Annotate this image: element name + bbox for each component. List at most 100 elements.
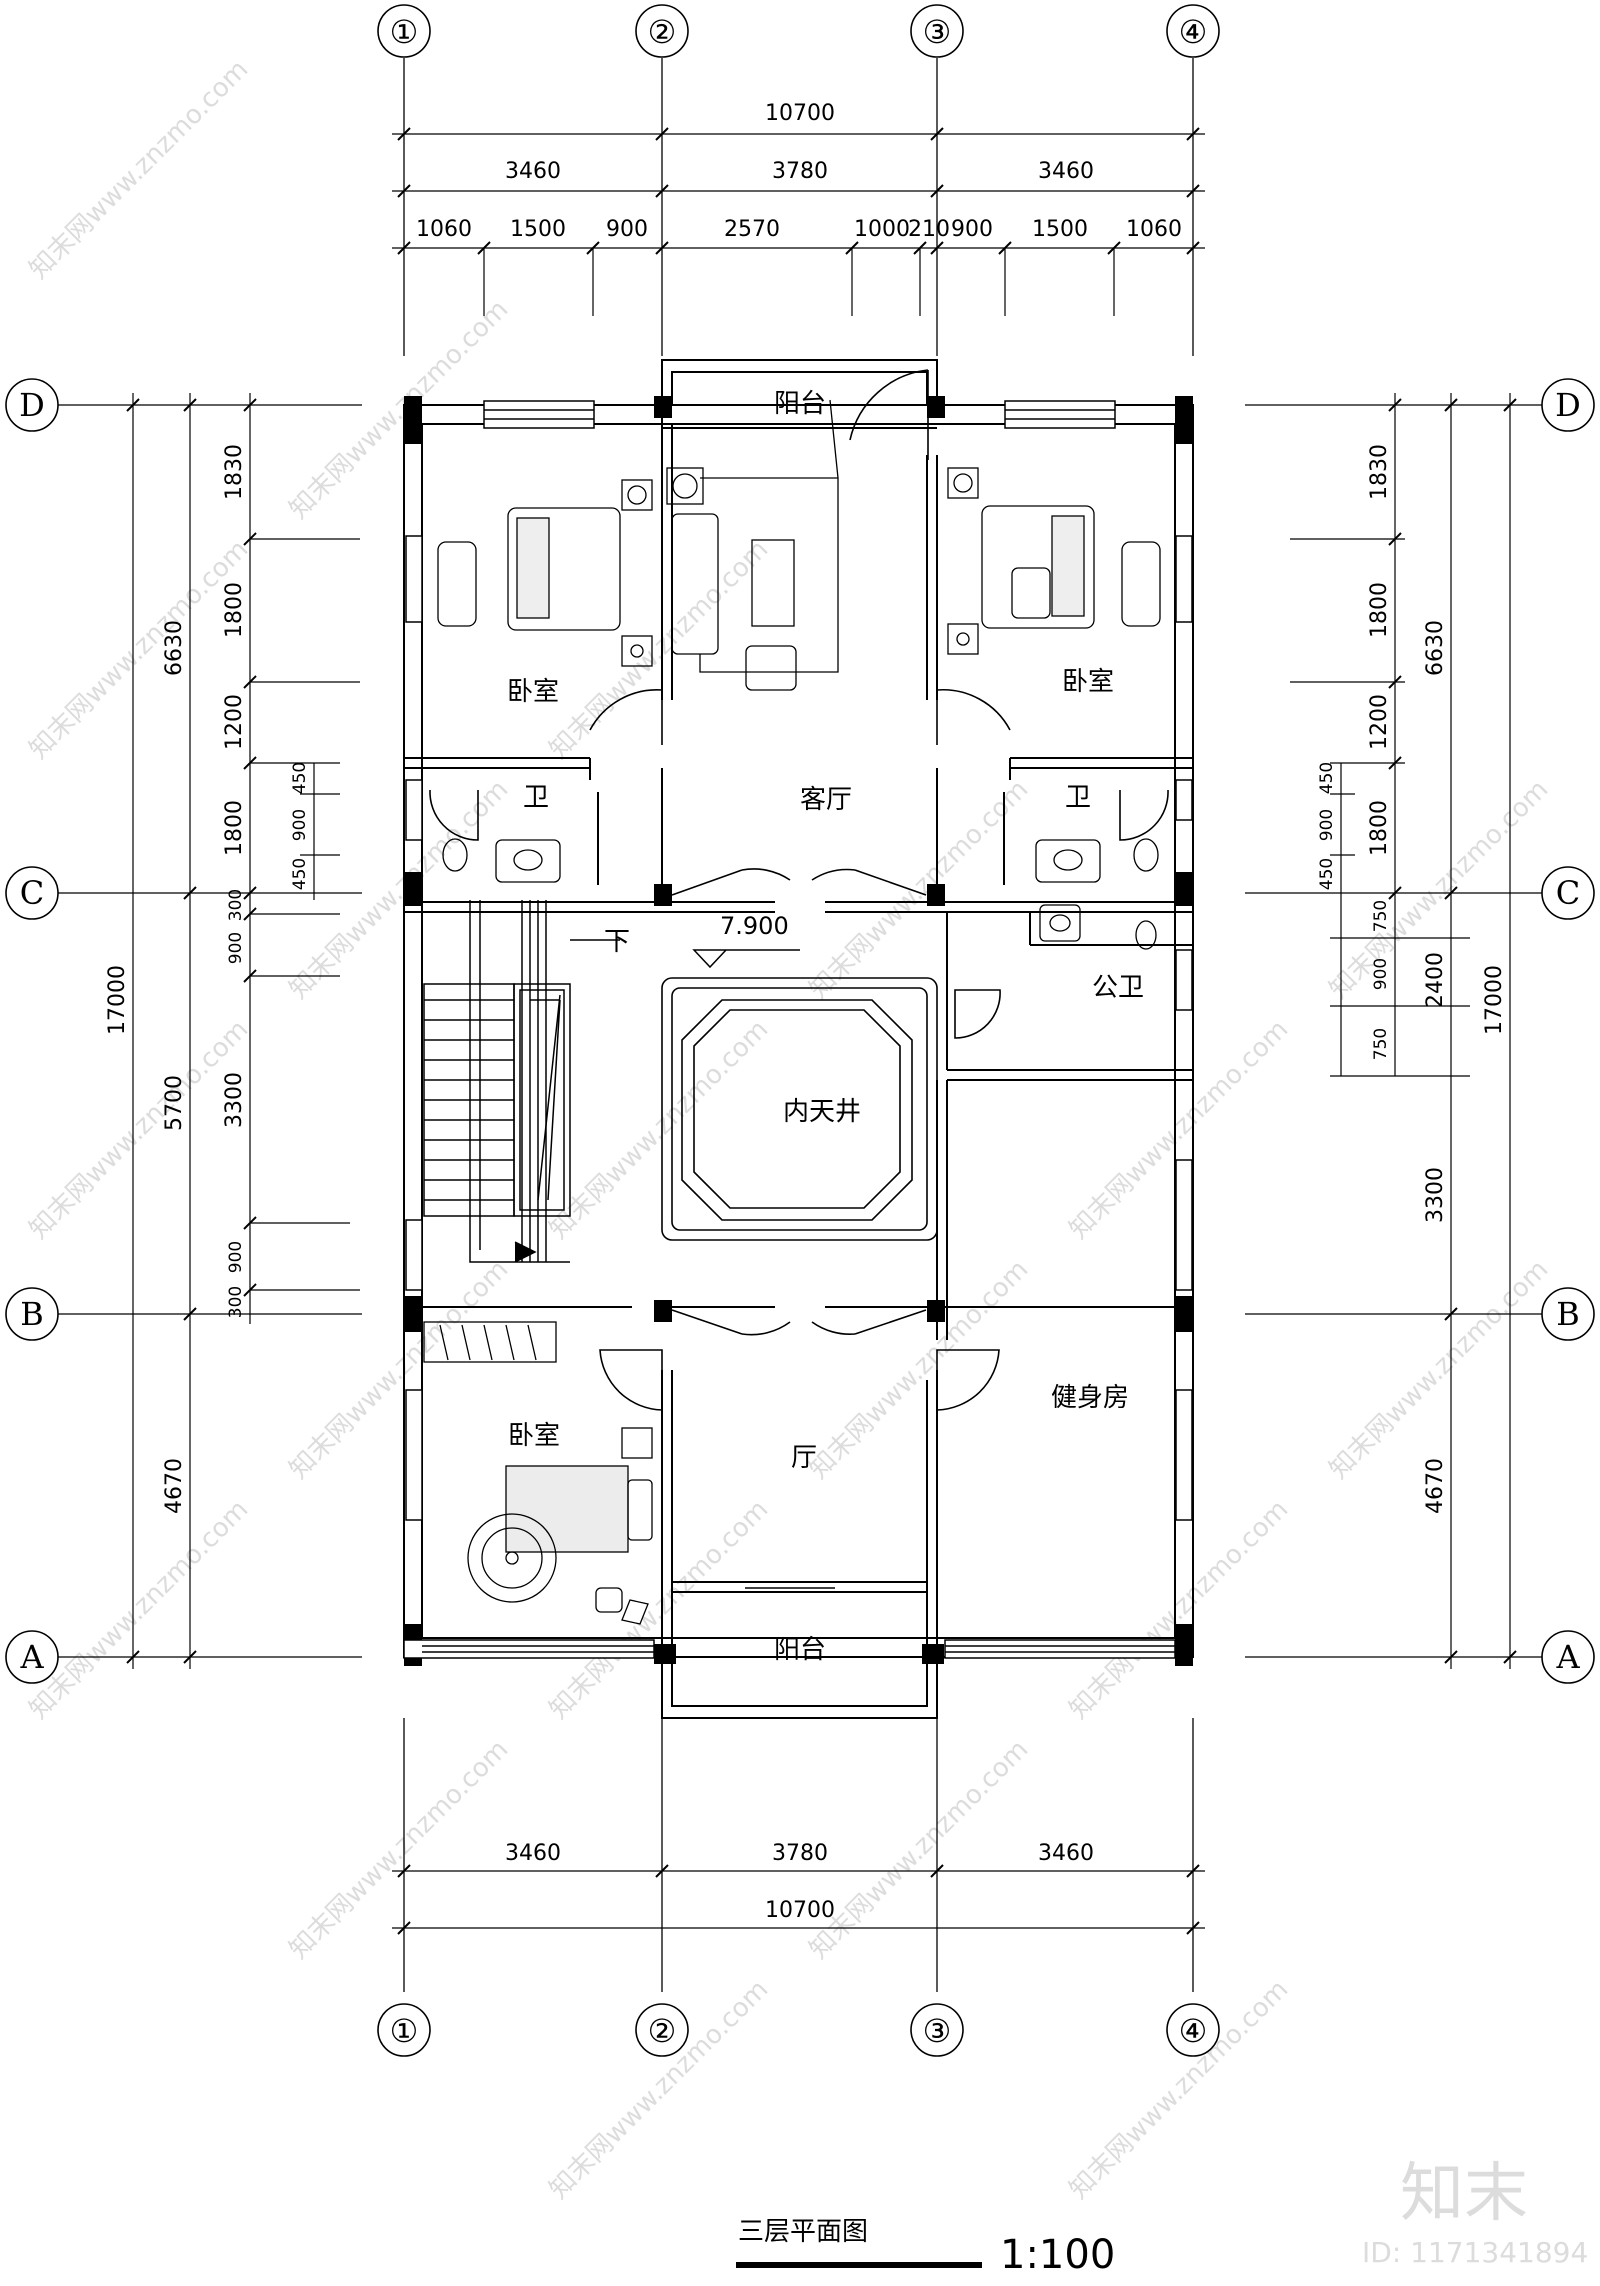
dim-top-detail-5: 1000: [854, 217, 910, 242]
watermark-text: 知末网www.znzmo.com: [804, 1734, 1035, 1965]
watermark-text: 知末网www.znzmo.com: [24, 1494, 255, 1725]
dim-left-small-7: 900: [226, 1241, 246, 1273]
structural-columns: [404, 396, 1193, 1666]
grid-label-3-top: ③: [923, 13, 952, 51]
dim-bottom-bay-1: 3460: [505, 1841, 561, 1866]
watermark-text: 知末网www.znzmo.com: [24, 534, 255, 765]
dim-right-small-1: 450: [1317, 762, 1337, 794]
watermark-text: 知末网www.znzmo.com: [804, 1254, 1035, 1485]
dim-top-detail-6: 210: [908, 217, 950, 242]
axis-lines: [38, 58, 1548, 1992]
room-label-public-bath: 公卫: [1092, 973, 1144, 1003]
windows: [403, 400, 1193, 1659]
dim-left-detail-5: 3300: [222, 1072, 247, 1128]
grid-label-a-right: A: [1555, 1638, 1580, 1676]
watermark-text: 知末网www.znzmo.com: [284, 1734, 515, 1965]
dim-top-detail-7: 900: [951, 217, 993, 242]
dim-top-detail-3: 900: [606, 217, 648, 242]
watermark-logo: 知末: [1400, 2157, 1528, 2231]
dim-top-total: 10700: [765, 101, 835, 126]
grid-label-2-bottom: ②: [648, 2012, 677, 2050]
stair-down-label: 下: [604, 927, 630, 957]
dim-top-detail-4: 2570: [724, 217, 780, 242]
grid-label-4-bottom: ④: [1179, 2012, 1208, 2050]
dim-left-detail-4: 1800: [222, 800, 247, 856]
watermark-text: 知末网www.znzmo.com: [544, 1014, 775, 1245]
grid-label-1-bottom: ①: [390, 2012, 419, 2050]
dimension-texts: 10700 3460 3780 3460 1060 1500 900 2570 …: [105, 101, 1507, 1923]
furniture: [423, 399, 1161, 1625]
watermark-text: 知末网www.znzmo.com: [1324, 1254, 1555, 1485]
dim-left-total: 17000: [105, 965, 130, 1035]
dim-right-total: 17000: [1482, 965, 1507, 1035]
dim-right-detail-4: 1800: [1367, 800, 1392, 856]
dim-right-detail-5: 2400: [1423, 952, 1448, 1008]
watermark-text: 知末网www.znzmo.com: [24, 54, 255, 285]
room-label-bedroom-bottom: 卧室: [508, 1421, 560, 1451]
dim-left-small-5: 300: [226, 889, 246, 921]
room-label-bath-right: 卫: [1065, 783, 1091, 813]
room-label-bedroom-left: 卧室: [507, 677, 559, 707]
grid-label-d-left: D: [19, 386, 45, 424]
watermark-text: 知末网www.znzmo.com: [24, 1014, 255, 1245]
doors: [429, 369, 1169, 1589]
dim-top-bay-3: 3460: [1038, 159, 1094, 184]
dim-right-detail-3: 1200: [1367, 694, 1392, 750]
dimension-small-texts: 450 900 450 900 300 300 900 450 900 450 …: [226, 762, 1391, 1318]
dim-right-detail-1: 1830: [1367, 444, 1392, 500]
dimension-ticks: [126, 127, 1517, 1935]
grid-label-b-left: B: [20, 1295, 44, 1333]
drawing-title-block: 三层平面图 1:100: [736, 2217, 1115, 2278]
dim-right-small-3: 450: [1317, 858, 1337, 890]
watermark-text: 知末网www.znzmo.com: [1064, 1494, 1295, 1725]
grid-label-c-left: C: [20, 874, 44, 912]
room-labels: 阳台 卧室 卧室 卫 卫 客厅 公卫 内天井 健身房 厅 卧室 阳台: [507, 389, 1144, 1665]
dim-left-small-1: 450: [290, 762, 310, 794]
dim-right-major-2: 3300: [1423, 1167, 1448, 1223]
walls: [403, 359, 1194, 1719]
watermark-text: 知末网www.znzmo.com: [544, 534, 775, 765]
watermark-id: ID: 1171341894: [1362, 2236, 1588, 2269]
room-label-bath-left: 卫: [523, 783, 549, 813]
dim-left-major-3: 4670: [162, 1458, 187, 1514]
watermark-text: 知末网www.znzmo.com: [284, 294, 515, 525]
title-underline: [736, 2262, 982, 2268]
elevation-label: 7.900: [720, 912, 789, 940]
dim-right-major-3: 4670: [1423, 1458, 1448, 1514]
dim-left-major-2: 5700: [162, 1075, 187, 1131]
grid-label-d-right: D: [1555, 386, 1581, 424]
dim-right-small-2: 900: [1317, 809, 1337, 841]
grid-label-1-top: ①: [390, 13, 419, 51]
grid-label-2-top: ②: [648, 13, 677, 51]
room-label-gym: 健身房: [1051, 1383, 1129, 1413]
room-label-atrium: 内天井: [783, 1097, 861, 1127]
dim-left-detail-3: 1200: [222, 694, 247, 750]
dim-top-detail-9: 1060: [1126, 217, 1182, 242]
dim-right-major-1: 6630: [1423, 620, 1448, 676]
room-label-balcony-bottom: 阳台: [774, 1635, 826, 1665]
watermark-layer: 知末网www.znzmo.com知末网www.znzmo.com知末网www.z…: [24, 54, 1555, 2205]
dim-right-small-5: 900: [1371, 958, 1391, 990]
grid-label-c-right: C: [1556, 874, 1580, 912]
dim-left-detail-1: 1830: [222, 444, 247, 500]
room-label-hall: 厅: [791, 1443, 817, 1473]
dim-bottom-bay-3: 3460: [1038, 1841, 1094, 1866]
grid-label-a-left: A: [19, 1638, 44, 1676]
dimension-lines: [132, 133, 1511, 1929]
grid-label-3-bottom: ③: [923, 2012, 952, 2050]
dim-top-detail-2: 1500: [510, 217, 566, 242]
dim-left-detail-2: 1800: [222, 582, 247, 638]
dim-left-small-6: 300: [226, 1286, 246, 1318]
dim-left-small-3: 450: [290, 858, 310, 890]
dim-top-detail-1: 1060: [416, 217, 472, 242]
dim-right-detail-2: 1800: [1367, 582, 1392, 638]
watermark-text: 知末网www.znzmo.com: [284, 1254, 515, 1485]
dim-left-small-4: 900: [226, 932, 246, 964]
elevation-marker: [692, 949, 800, 969]
dim-right-small-6: 750: [1371, 1028, 1391, 1060]
atrium-void: [661, 977, 938, 1241]
grid-bubbles: [5, 4, 1595, 2057]
dim-right-small-4: 750: [1371, 900, 1391, 932]
staircase: [423, 900, 620, 1263]
